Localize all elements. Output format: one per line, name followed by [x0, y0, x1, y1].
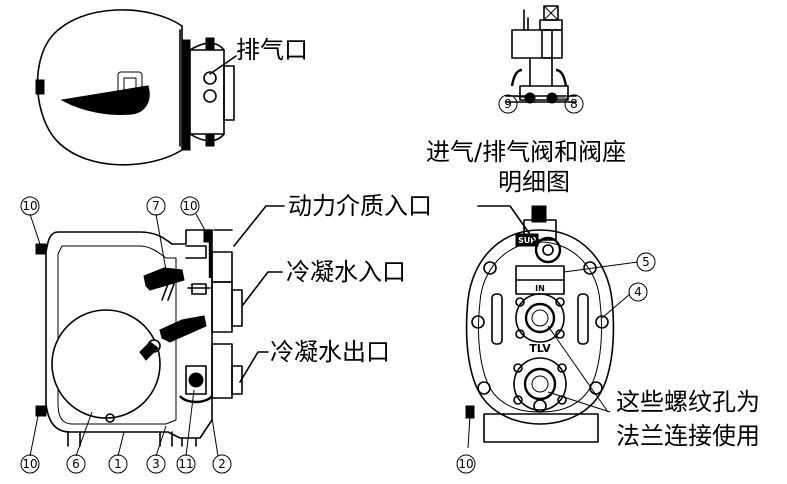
svg-text:6: 6	[72, 457, 80, 471]
part-number-9: 9	[498, 94, 531, 114]
part-number-11: 11	[176, 389, 196, 474]
part-number-1: 1	[108, 431, 128, 474]
section-view	[35, 229, 243, 447]
svg-text:10: 10	[22, 457, 37, 471]
part-number-10-left-bottom: 10	[20, 415, 40, 474]
top-view	[35, 9, 237, 166]
valve-detail	[505, 5, 577, 104]
valve-detail-title-line1: 进气/排气阀和阀座	[426, 138, 626, 166]
sup-mark: SUP	[518, 236, 536, 245]
callout-motive-inlet: 动力介质入口	[233, 192, 432, 247]
svg-text:9: 9	[504, 97, 512, 111]
part-number-10-left-top: 10	[20, 196, 41, 245]
part-number-5: 5	[563, 252, 656, 273]
threaded-holes-label-line1: 这些螺纹孔为	[616, 388, 760, 416]
part-number-2: 2	[211, 417, 232, 474]
callout-condensate-inlet: 冷凝水入口	[241, 258, 406, 307]
svg-text:7: 7	[152, 199, 160, 213]
svg-text:2: 2	[218, 457, 226, 471]
threaded-holes-label-line2: 法兰连接使用	[616, 422, 760, 450]
front-motive-inlet-leader	[477, 205, 535, 241]
condensate-outlet-label: 冷凝水出口	[270, 338, 390, 366]
part-number-4: 4	[601, 282, 648, 319]
part-number-3: 3	[146, 425, 167, 474]
svg-text:11: 11	[178, 457, 193, 471]
svg-text:4: 4	[634, 285, 642, 299]
motive-inlet-label: 动力介质入口	[288, 192, 432, 220]
exhaust-port-label: 排气口	[236, 36, 308, 64]
part-number-7: 7	[146, 196, 167, 271]
svg-text:1: 1	[114, 457, 122, 471]
svg-text:10: 10	[182, 199, 197, 213]
part-number-6: 6	[66, 411, 93, 474]
callout-condensate-outlet: 冷凝水出口	[239, 338, 390, 383]
tlv-mark: TLV	[529, 342, 551, 355]
svg-text:5: 5	[642, 255, 650, 269]
valve-detail-title-line2: 明细图	[498, 168, 570, 196]
svg-text:8: 8	[570, 97, 578, 111]
svg-text:10: 10	[22, 199, 37, 213]
svg-text:10: 10	[458, 457, 473, 471]
svg-text:3: 3	[152, 457, 160, 471]
part-number-10-right: 10	[456, 415, 476, 474]
part-number-8: 8	[552, 94, 584, 114]
threaded-holes-leaders	[547, 325, 611, 413]
in-mark: IN	[535, 284, 545, 293]
part-number-10-center-top: 10	[180, 196, 207, 233]
front-view: SUP IN TLV	[465, 205, 615, 443]
condensate-inlet-label: 冷凝水入口	[286, 258, 406, 286]
